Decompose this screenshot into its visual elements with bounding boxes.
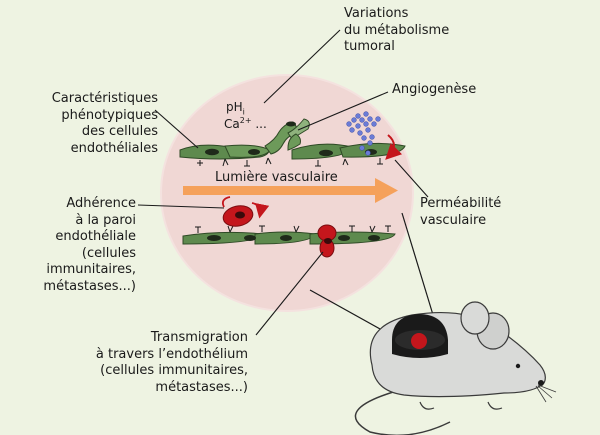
lower-endothelium (182, 196, 396, 258)
mouse-icon (354, 301, 557, 435)
label-phenotype: Caractéristiques phénotypiques des cellu… (51, 91, 158, 156)
mouse-foot (419, 401, 435, 410)
mouse-foot (487, 401, 503, 410)
receptors-upper (197, 157, 383, 167)
label-adhesion: Adhérence à la paroi endothéliale (cellu… (43, 196, 136, 294)
label-metabolism: Variations du métabolisme tumoral (344, 6, 450, 54)
nucleus-icon (338, 235, 350, 241)
mouse-whiskers (535, 384, 557, 403)
flow-arrow-icon (183, 178, 398, 203)
tumor-spot-icon (411, 333, 427, 349)
window-chamber-icon (392, 314, 448, 358)
nucleus-icon (248, 149, 260, 155)
transmigrating-cell-icon (317, 224, 337, 258)
label-angiogenesis: Angiogenèse (392, 82, 477, 97)
immune-cell-icon (221, 196, 270, 227)
nucleus-icon (244, 235, 256, 241)
label-calcium: Ca2+ ... (224, 116, 267, 131)
label-transmigration: Transmigration à travers l’endothélium (… (95, 330, 248, 395)
permeability-arrow-icon (385, 134, 403, 160)
leader-lines (137, 29, 429, 336)
mouse-nose (538, 380, 544, 386)
mouse-eye (515, 363, 521, 369)
label-lumen: Lumière vasculaire (215, 170, 338, 185)
nucleus-icon (368, 235, 380, 241)
nucleus-icon (280, 235, 292, 241)
nucleus-icon (319, 149, 333, 157)
zoom-line-right (401, 212, 438, 329)
nucleus-icon (207, 235, 221, 241)
nucleus-icon (205, 148, 219, 156)
mouse-tail (354, 389, 451, 435)
upper-endothelium (179, 111, 406, 167)
label-ph: pHi (226, 100, 245, 117)
angiogenic-sprout-icon (287, 133, 301, 151)
molecule-cluster-icon (346, 111, 381, 156)
label-permeability: Perméabilité vasculaire (420, 196, 502, 228)
receptors-lower (195, 225, 391, 233)
mouse-ear (460, 301, 490, 335)
nucleus-icon (286, 121, 296, 127)
